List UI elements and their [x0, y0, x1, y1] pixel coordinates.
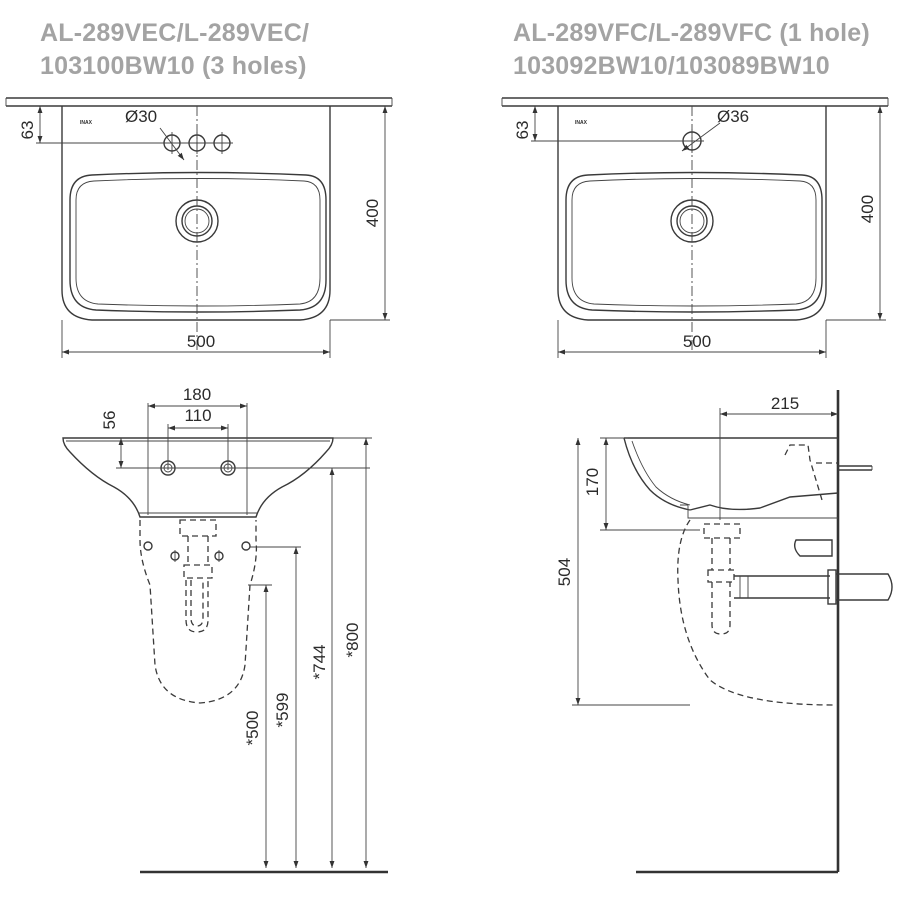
- title-right: AL-289VFC/L-289VFC (1 hole) 103092BW10/1…: [513, 17, 870, 83]
- dim-400: 400: [363, 199, 382, 227]
- title-left-line-1: AL-289VEC/L-289VEC/: [40, 19, 310, 47]
- dim-56: 56: [100, 411, 119, 430]
- dim-599-height: *599: [273, 693, 292, 728]
- dim-215: 215: [771, 394, 799, 413]
- front-view: 180 110 56 *500 *599: [62, 385, 388, 874]
- dim-110: 110: [184, 406, 211, 425]
- dim-744-height: *744: [310, 645, 329, 680]
- hole-diameter-label-right: Ø36: [717, 107, 749, 126]
- title-right-line-2: 103092BW10/103089BW10: [513, 52, 830, 80]
- hole-diameter-label: Ø30: [125, 107, 157, 126]
- plan-view-3-holes: Ø30 INAX 63 400 500: [5, 97, 393, 358]
- trap-assembly: [170, 519, 224, 633]
- dim-63: 63: [18, 121, 37, 140]
- dim-800-height: *800: [343, 623, 362, 658]
- side-trap: [703, 523, 893, 635]
- title-left-line-2: 103100BW10 (3 holes): [40, 52, 307, 80]
- dim-180: 180: [183, 385, 211, 404]
- dim-500-height: *500: [243, 711, 262, 746]
- dim-170: 170: [583, 468, 602, 496]
- side-view: 215 170 504: [555, 390, 893, 874]
- dim-504: 504: [555, 558, 574, 586]
- dim-500: 500: [187, 332, 215, 351]
- dim-500-right: 500: [683, 332, 711, 351]
- title-left: AL-289VEC/L-289VEC/ 103100BW10 (3 holes): [40, 17, 309, 83]
- dim-63-right: 63: [513, 121, 532, 140]
- inax-logo: INAX: [80, 120, 93, 126]
- dim-400-right: 400: [858, 195, 877, 223]
- title-right-line-1: AL-289VFC/L-289VFC (1 hole): [513, 19, 870, 47]
- plan-view-1-hole: Ø36 INAX 63 400 500: [501, 97, 889, 358]
- inax-logo-right: INAX: [575, 120, 588, 126]
